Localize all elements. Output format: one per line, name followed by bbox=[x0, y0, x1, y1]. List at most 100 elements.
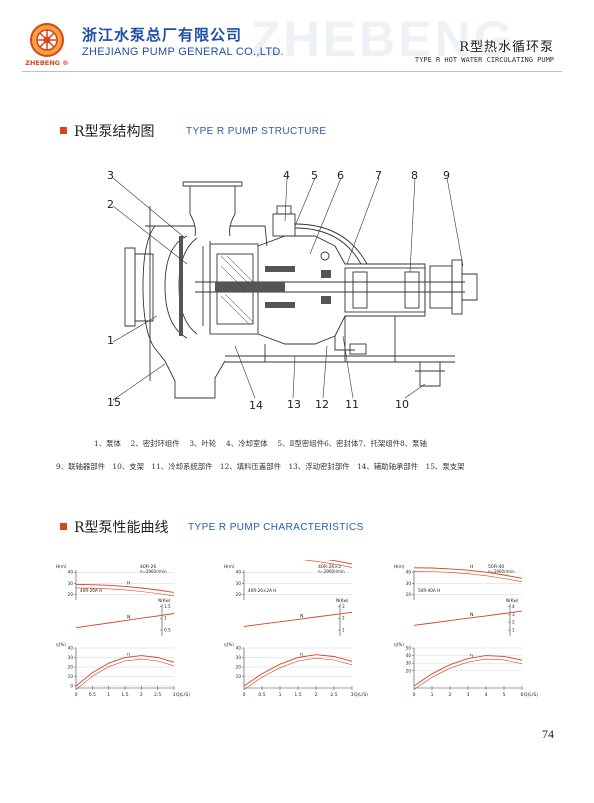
y-tick-label: 40 bbox=[406, 570, 412, 575]
y-tick-label: 30 bbox=[236, 581, 242, 586]
series-line-H-a bbox=[302, 560, 353, 568]
x-tick-label: 2 bbox=[140, 692, 143, 698]
x-tick-label: 2 bbox=[315, 692, 318, 698]
x-tick-label: 0.5 bbox=[258, 692, 265, 698]
callout-2: 2 bbox=[107, 198, 114, 211]
pump-structure-drawing: 3 2 4 5 6 7 8 9 1 15 14 13 12 11 10 bbox=[107, 169, 478, 412]
chart-title: 50R-40 bbox=[488, 564, 504, 570]
x-tick-label: 2.5 bbox=[330, 692, 337, 698]
callout-15: 15 bbox=[107, 396, 121, 409]
callout-14: 14 bbox=[249, 399, 263, 412]
x-tick-label: 2.5 bbox=[154, 692, 161, 698]
callout-13: 13 bbox=[287, 398, 301, 411]
y-tick-label: 40 bbox=[236, 646, 242, 651]
series-line-N bbox=[75, 613, 175, 629]
callout-5: 5 bbox=[311, 169, 318, 182]
company-name-cn: 浙江水泵总厂有限公司 bbox=[82, 26, 243, 44]
callout-7: 7 bbox=[375, 169, 382, 182]
x-tick-label: 1.5 bbox=[294, 692, 301, 698]
y-tick-label: 20 bbox=[68, 665, 74, 670]
y-tick-label: 1 bbox=[164, 616, 167, 621]
x-tick-label: 0.5 bbox=[89, 692, 96, 698]
series-name: η bbox=[470, 654, 473, 659]
callout-12: 12 bbox=[315, 398, 329, 411]
y-tick-label: 1 bbox=[512, 628, 515, 633]
x-tick-label: 6 bbox=[521, 692, 524, 698]
y-tick-label: 10 bbox=[68, 674, 74, 679]
x-tick-label: 3 bbox=[467, 692, 470, 698]
y-tick-label: 20 bbox=[406, 668, 412, 673]
y-tick-label: 0.5 bbox=[164, 628, 171, 633]
callout-8: 8 bbox=[411, 169, 418, 182]
parts-list-line-2: 9、联轴器部件 10、支架 11、冷却系统部件 12、填料压盖部件 13、浮动密… bbox=[56, 462, 465, 471]
series-line-eta-a bbox=[75, 658, 175, 690]
series-line-N bbox=[243, 611, 353, 627]
y-tick-label: 0 bbox=[70, 684, 73, 689]
y-tick-label: 30 bbox=[68, 581, 74, 586]
y-tick-label: 1 bbox=[342, 628, 345, 633]
series-line-H-a bbox=[75, 587, 175, 597]
x-tick-label: 3 bbox=[351, 692, 354, 698]
y-tick-label: 30 bbox=[68, 655, 74, 660]
series-line-H bbox=[413, 567, 523, 579]
y-tick-label: 20 bbox=[236, 592, 242, 597]
y-tick-label: 20 bbox=[236, 665, 242, 670]
y-tick-label: 20 bbox=[68, 592, 74, 597]
structure-title-cn: R型泵结构图 bbox=[74, 124, 155, 140]
header-divider bbox=[22, 71, 562, 72]
chart-secondary-label: 40R-26A H bbox=[80, 588, 102, 593]
chart-title: 40R-26×2 bbox=[318, 564, 341, 570]
y-tick-label: 4 bbox=[512, 604, 515, 609]
y-tick-label: 30 bbox=[406, 661, 412, 666]
series-name: N bbox=[127, 615, 130, 621]
x-tick-label: 1 bbox=[431, 692, 434, 698]
y-tick-label: 2 bbox=[342, 616, 345, 621]
y-tick-label: 30 bbox=[236, 655, 242, 660]
y-axis-label: η(%) bbox=[224, 642, 234, 647]
x-tick-label: 1 bbox=[279, 692, 282, 698]
series-name: η bbox=[127, 653, 130, 658]
y-axis-label: H(m) bbox=[394, 564, 405, 569]
y-tick-label: 3 bbox=[342, 604, 345, 609]
x-axis-label: Q(L/S) bbox=[354, 692, 368, 698]
x-tick-label: 1 bbox=[107, 692, 110, 698]
series-line-eta-a bbox=[413, 658, 523, 690]
callout-6: 6 bbox=[337, 169, 344, 182]
chart-secondary-label: 50R-40A H bbox=[418, 588, 440, 593]
x-tick-label: 0 bbox=[75, 692, 78, 698]
section-marker bbox=[60, 523, 67, 530]
series-name: N bbox=[300, 613, 303, 619]
x-tick-label: 0 bbox=[243, 692, 246, 698]
chart-speed: n=2960r/min bbox=[488, 569, 515, 574]
y-axis-label: H(m) bbox=[224, 564, 235, 569]
y-tick-label: 1.5 bbox=[164, 604, 171, 609]
series-name: H bbox=[127, 580, 130, 586]
y-tick-label: 3 bbox=[512, 612, 515, 617]
y-axis-label: N(Kw) bbox=[336, 598, 349, 603]
y-tick-label: 30 bbox=[406, 581, 412, 586]
company-logo: ZHEBENG ® bbox=[22, 21, 72, 69]
y-axis-label: η(%) bbox=[56, 642, 66, 647]
characteristics-title-cn: R型泵性能曲线 bbox=[74, 520, 169, 536]
characteristics-title-en: TYPE R PUMP CHARACTERISTICS bbox=[188, 522, 364, 533]
series-name: H bbox=[470, 564, 473, 570]
series-line-N bbox=[413, 610, 523, 626]
product-title-cn: R型热水循环泵 bbox=[459, 40, 554, 55]
x-tick-label: 3 bbox=[173, 692, 176, 698]
series-line-H bbox=[75, 583, 175, 593]
series-name: η bbox=[300, 653, 303, 658]
parts-list-line-1: 1、泵体 2、密封环组件 3、叶轮 4、冷却室体 5、Ⅱ型密组件6、密封体7、托… bbox=[94, 439, 427, 448]
x-tick-label: 2 bbox=[449, 692, 452, 698]
y-tick-label: 20 bbox=[406, 592, 412, 597]
chart-speed: n=2960r/min bbox=[318, 569, 345, 574]
y-tick-label: 50 bbox=[406, 646, 412, 651]
series-line-eta-a bbox=[243, 657, 353, 690]
y-axis-label: H(m) bbox=[56, 564, 67, 569]
callout-1: 1 bbox=[107, 334, 114, 347]
y-tick-label: 40 bbox=[68, 570, 74, 575]
series-line-H-a bbox=[413, 571, 523, 583]
y-axis-label: N(Kw) bbox=[158, 598, 171, 603]
y-axis-label: N(Kw) bbox=[506, 598, 519, 603]
